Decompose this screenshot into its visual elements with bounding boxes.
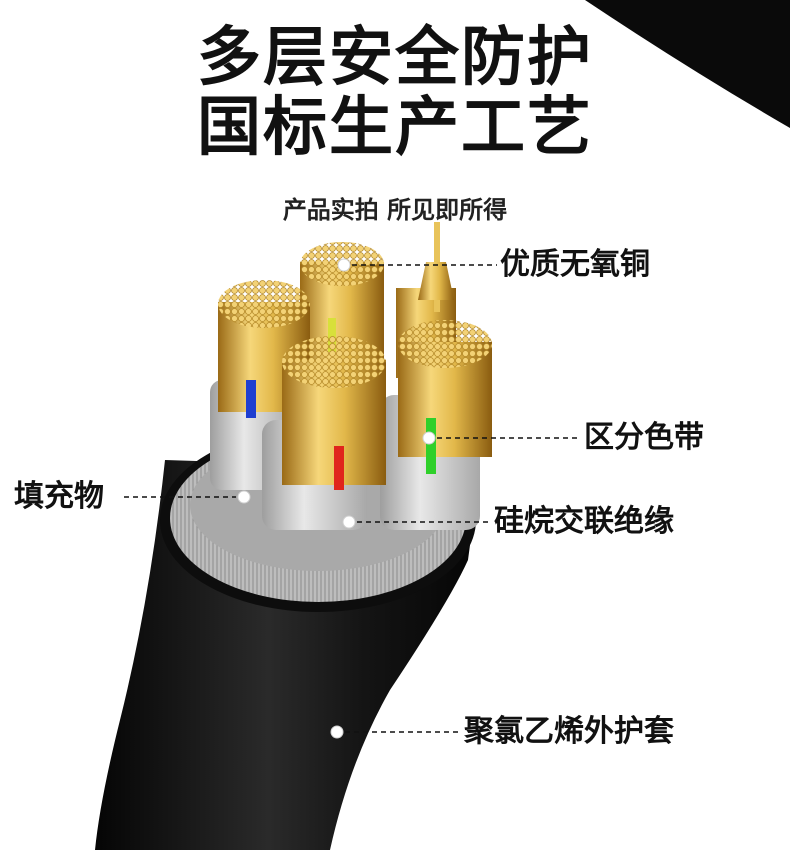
color-band-red bbox=[334, 446, 344, 490]
subtitle: 产品实拍 所见即所得 bbox=[282, 195, 508, 224]
corner-shadow bbox=[585, 0, 790, 128]
callout-filler bbox=[124, 490, 251, 504]
headline-line-2: 国标生产工艺 bbox=[197, 91, 593, 165]
label-sheath: 聚氯乙烯外护套 bbox=[464, 714, 674, 749]
color-band-blue bbox=[246, 380, 256, 418]
color-band-green bbox=[426, 418, 436, 474]
label-xlpe: 硅烷交联绝缘 bbox=[494, 504, 674, 539]
label-copper: 优质无氧铜 bbox=[500, 247, 650, 282]
color-band-yellow bbox=[328, 318, 336, 352]
copper-face bbox=[282, 336, 386, 388]
headline-line-1: 多层安全防护 bbox=[197, 21, 593, 95]
callout-copper bbox=[337, 258, 497, 272]
copper-face bbox=[398, 320, 492, 368]
callout-xlpe bbox=[342, 515, 490, 529]
label-color-band: 区分色带 bbox=[584, 420, 704, 455]
callout-color-band bbox=[422, 431, 580, 445]
copper-strands-splay bbox=[418, 262, 454, 300]
callout-sheath bbox=[330, 725, 461, 739]
label-filler: 填充物 bbox=[14, 479, 104, 514]
copper-face bbox=[218, 280, 310, 328]
